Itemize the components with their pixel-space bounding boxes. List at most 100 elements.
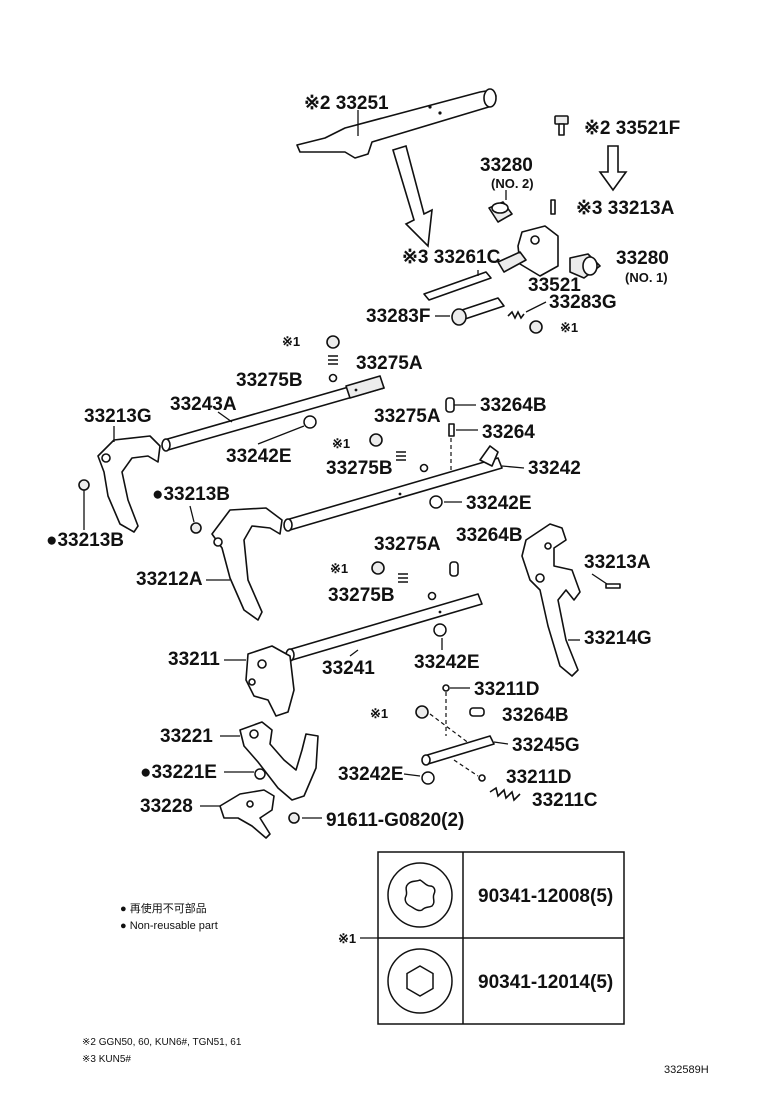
part-33213G-shift-fork[interactable]	[97, 435, 161, 533]
leader-33243A	[217, 411, 233, 423]
part-33521F-bolt[interactable]	[554, 115, 569, 136]
part-33264-pin[interactable]	[448, 423, 455, 437]
label-33275B-c: 33275B	[328, 585, 395, 606]
bolt-x1-a[interactable]	[326, 335, 340, 349]
bolt-x1-d[interactable]	[371, 561, 385, 575]
dashed-guide-33211D-b	[453, 759, 479, 777]
part-33213B-bolt-a[interactable]	[78, 479, 90, 491]
part-33242E-clip-d[interactable]	[421, 771, 435, 785]
part-33214G-shift-fork[interactable]	[521, 523, 581, 677]
leader-33213B-a	[189, 505, 195, 523]
part-33275A-spring-c[interactable]	[398, 573, 408, 583]
part-33275B-ball-c[interactable]	[427, 591, 437, 601]
part-33280-no2-plug[interactable]	[488, 201, 513, 223]
leader-33241	[349, 649, 359, 657]
part-33261C-shaft[interactable]	[423, 271, 492, 301]
part-33228-bracket[interactable]	[219, 789, 275, 839]
label-x1-b: ※1	[560, 320, 578, 335]
part-33211C-spring[interactable]	[489, 786, 521, 802]
part-33251-shift-shaft[interactable]	[296, 88, 497, 159]
part-33242E-clip-b[interactable]	[429, 495, 443, 509]
part-33221-select-lever[interactable]	[239, 721, 319, 801]
part-33275B-ball-b[interactable]	[419, 463, 429, 473]
part-91611-bolt[interactable]	[288, 812, 300, 824]
label-33242E-a: 33242E	[226, 446, 292, 467]
legend-non-reusable-jp: ● 再使用不可部品	[120, 901, 207, 915]
label-33243A: 33243A	[170, 394, 237, 415]
bolt-x1-e[interactable]	[415, 705, 429, 719]
label-33211D-b: 33211D	[506, 767, 572, 788]
part-33211D-ball-b[interactable]	[478, 774, 486, 782]
label-33275A-b: 33275A	[374, 406, 441, 427]
label-33245G: 33245G	[512, 735, 580, 756]
assembly-arrow-small	[598, 145, 628, 192]
leader-33242	[501, 465, 525, 469]
part-33211-shift-head[interactable]	[245, 645, 295, 717]
figure-code: 332589H	[664, 1064, 709, 1076]
label-33213G: 33213G	[84, 406, 152, 427]
part-33213B-bolt-b[interactable]	[190, 522, 202, 534]
bolt-x1-c[interactable]	[369, 433, 383, 447]
footnote-3: ※3 KUN5#	[82, 1054, 131, 1065]
part-33245G-shaft[interactable]	[421, 735, 495, 766]
part-33264B-pin-a[interactable]	[445, 397, 455, 413]
label-x1-c: ※1	[332, 436, 350, 451]
part-33212A-shift-fork[interactable]	[211, 507, 283, 621]
label-33213B-a: ●33213B	[152, 484, 230, 505]
label-33213B-b: ●33213B	[46, 530, 124, 551]
part-33280-no1-plug[interactable]	[569, 253, 601, 279]
label-33275B-b: 33275B	[326, 458, 393, 479]
part-33211D-ball-a[interactable]	[442, 684, 450, 692]
bolt-part-number-1: 90341-12008(5)	[478, 886, 613, 907]
label-33212A: 33212A	[136, 569, 203, 590]
label-x1-a: ※1	[282, 334, 300, 349]
bolt-x1-b[interactable]	[529, 320, 543, 334]
leader-33242E-a	[257, 425, 305, 445]
part-33283G-spring[interactable]	[507, 310, 525, 320]
label-33275A-a: 33275A	[356, 353, 423, 374]
label-33275A-c: 33275A	[374, 534, 441, 555]
part-33264B-pin-c[interactable]	[469, 707, 485, 717]
dashed-guide-x1-e	[429, 713, 471, 745]
label-33242E-c: 33242E	[414, 652, 480, 673]
label-33211D-a: 33211D	[474, 679, 540, 700]
label-33280-no2: 33280	[480, 155, 533, 176]
part-33221E-clip[interactable]	[254, 768, 266, 780]
label-33251: ※2 33251	[304, 93, 389, 114]
label-91611: 91611-G0820(2)	[326, 810, 464, 831]
leader-33283G	[525, 301, 547, 313]
label-33242: 33242	[528, 458, 581, 479]
label-33242E-b: 33242E	[466, 493, 532, 514]
part-33521-selector-head[interactable]	[497, 225, 559, 277]
label-33521: 33521	[528, 275, 581, 296]
part-33213A-pin-mid[interactable]	[605, 583, 621, 589]
part-33264B-pin-b[interactable]	[449, 561, 459, 577]
label-33521F: ※2 33521F	[584, 118, 680, 139]
part-33213A-pin-top[interactable]	[550, 199, 556, 215]
label-33283F: 33283F	[366, 306, 430, 327]
part-33242-shift-shaft[interactable]	[283, 445, 503, 532]
label-33228: 33228	[140, 796, 193, 817]
label-x1-d: ※1	[330, 561, 348, 576]
part-33275B-ball-a[interactable]	[328, 373, 338, 383]
assembly-arrow-large	[392, 144, 433, 248]
label-33264B-a: 33264B	[480, 395, 547, 416]
part-33275A-spring-a[interactable]	[328, 355, 338, 365]
label-33242E-d: 33242E	[338, 764, 404, 785]
label-33283G: 33283G	[549, 292, 617, 313]
leader-33245G	[493, 741, 509, 745]
label-33214G: 33214G	[584, 628, 652, 649]
part-33275A-spring-b[interactable]	[396, 451, 406, 461]
label-33275B-a: 33275B	[236, 370, 303, 391]
leader-33242E-d	[403, 773, 421, 777]
label-33211: 33211	[168, 649, 220, 670]
label-33280-no1: 33280	[616, 248, 669, 269]
part-33243A-shift-shaft[interactable]	[161, 375, 385, 452]
label-no2: (NO. 2)	[491, 176, 534, 191]
part-33283F-shaft[interactable]	[451, 297, 505, 326]
part-33242E-clip-a[interactable]	[303, 415, 317, 429]
torx-bolt-head-icon	[387, 862, 453, 928]
part-33242E-clip-c[interactable]	[433, 623, 447, 637]
